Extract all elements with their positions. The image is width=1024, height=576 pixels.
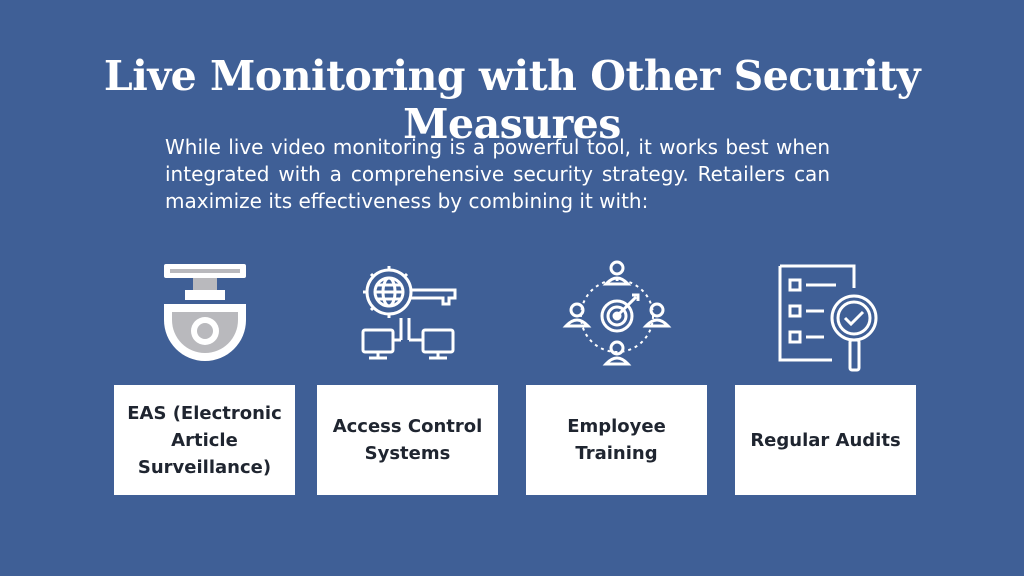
card-regular-audits: Regular Audits (735, 385, 916, 495)
team-target-icon (562, 258, 672, 373)
audit-checklist-icon (774, 258, 884, 373)
card-label: EAS (Electronic Article Surveillance) (127, 402, 282, 478)
card-employee-training: Employee Training (526, 385, 707, 495)
intro-paragraph: While live video monitoring is a powerfu… (165, 135, 830, 213)
card-label: Access Control Systems (332, 416, 483, 464)
card-access-control: Access Control Systems (317, 385, 498, 495)
card-eas: EAS (Electronic Article Surveillance) (114, 385, 295, 495)
card-label: Regular Audits (750, 429, 901, 451)
security-camera-icon (150, 258, 260, 373)
access-control-icon (355, 258, 465, 373)
card-label: Employee Training (567, 416, 666, 464)
page-title: Live Monitoring with Other Security Meas… (103, 52, 921, 148)
